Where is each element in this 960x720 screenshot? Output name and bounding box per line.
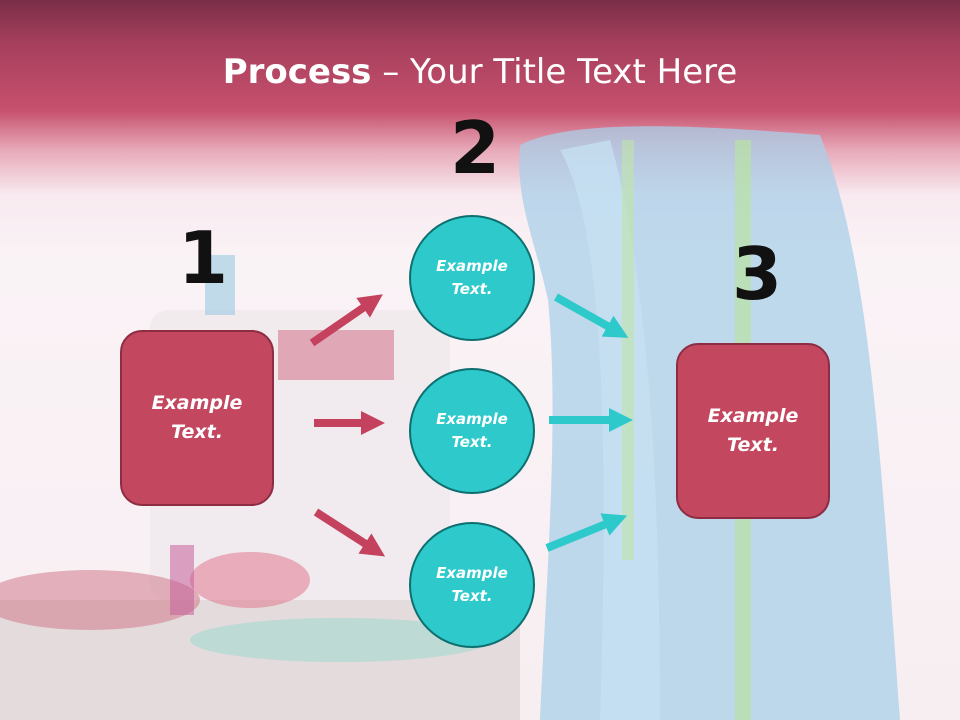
step-2-circle-bottom: Example Text. xyxy=(409,522,535,648)
step-1-box: Example Text. xyxy=(120,330,274,506)
circle-middle-text: Example Text. xyxy=(436,410,508,451)
circle-bottom-text: Example Text. xyxy=(436,564,508,605)
step-2-circle-middle: Example Text. xyxy=(409,368,535,494)
step-number-2: 2 xyxy=(450,106,501,190)
step-number-3: 3 xyxy=(732,232,783,316)
arrow-1-to-2a xyxy=(309,294,383,347)
circle-top-text: Example Text. xyxy=(436,257,508,298)
arrow-2a-to-3 xyxy=(554,293,629,338)
step-2-circle-top: Example Text. xyxy=(409,215,535,341)
step-3-text: Example Text. xyxy=(707,405,799,456)
arrow-2c-to-3 xyxy=(545,513,628,552)
title-bold: Process xyxy=(222,52,372,92)
title-rest: – Your Title Text Here xyxy=(371,52,738,92)
arrow-1-to-2c xyxy=(313,508,386,557)
step-3-box: Example Text. xyxy=(676,343,830,519)
step-number-1: 1 xyxy=(178,216,229,300)
slide-title: Process – Your Title Text Here xyxy=(0,52,960,92)
step-1-text: Example Text. xyxy=(151,392,243,443)
